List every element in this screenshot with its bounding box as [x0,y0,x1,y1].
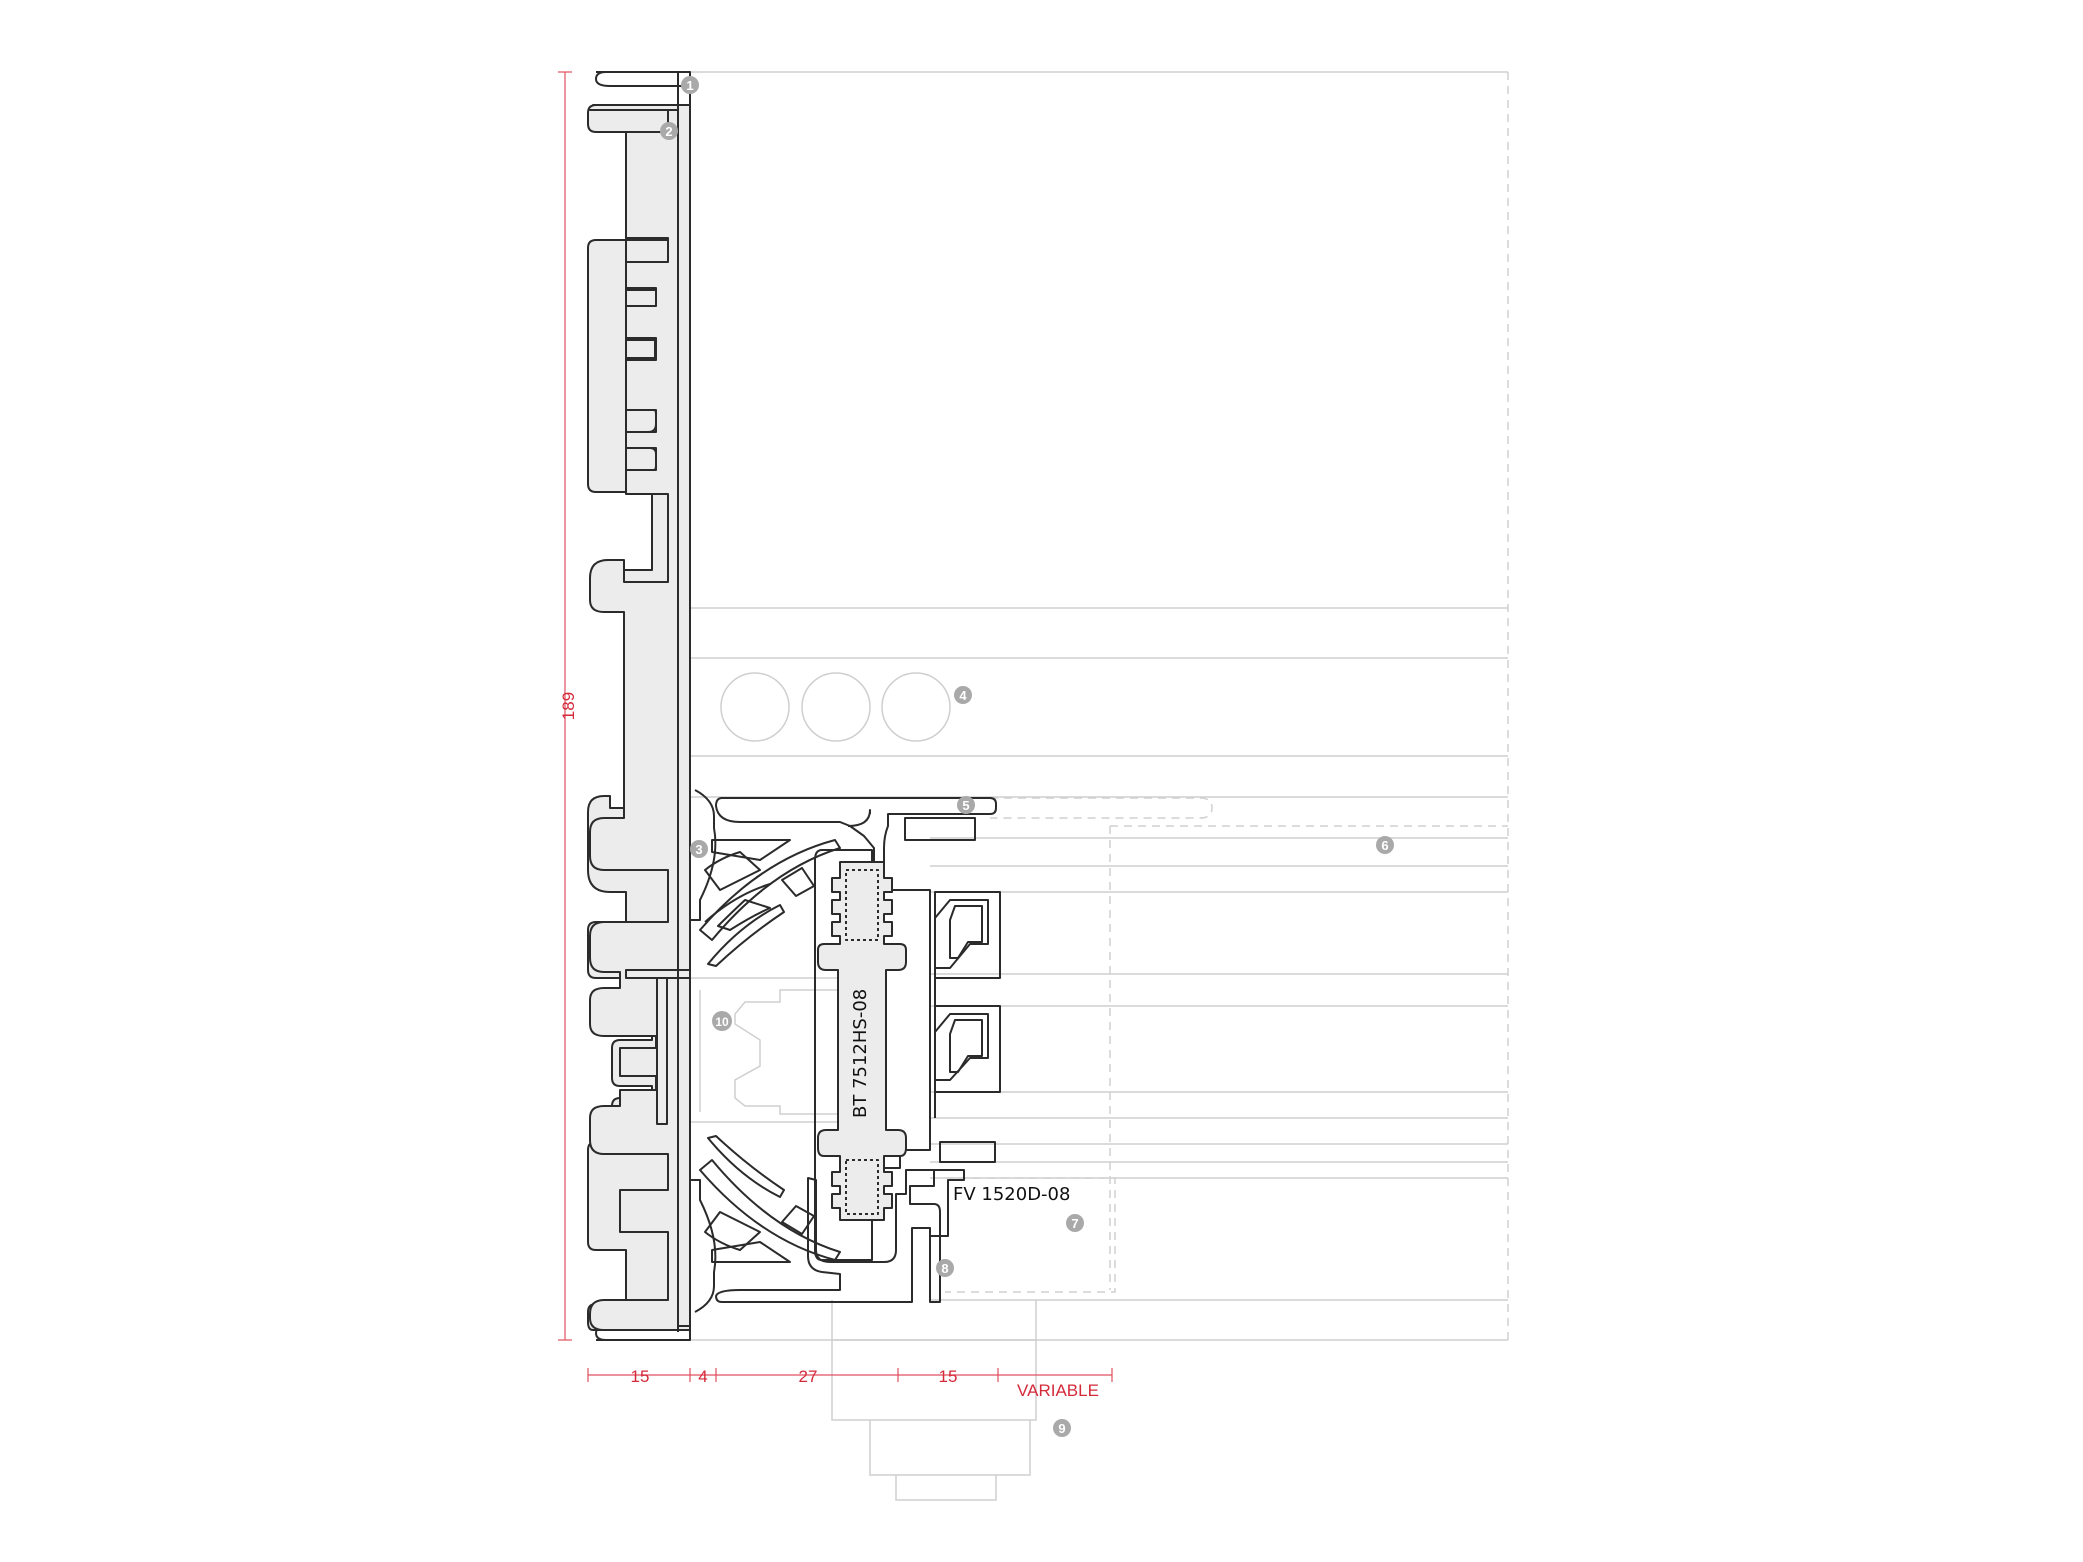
top-flange [715,797,997,891]
callout-4: 4 [954,686,972,704]
svg-text:10: 10 [715,1015,729,1029]
context-geometry [690,71,1509,1501]
callout-5: 5 [957,796,975,814]
pressure-profile-top [690,789,841,967]
dimension-lines [558,71,1113,1382]
dimension-width-3: 27 [799,1367,818,1386]
dimension-width-4: 15 [939,1367,958,1386]
label-main-profile: BT 7512HS-08 [850,989,871,1118]
callout-8: 8 [936,1259,954,1277]
svg-text:3: 3 [695,842,702,857]
svg-text:7: 7 [1071,1216,1078,1231]
dimension-width-variable: VARIABLE [1017,1381,1099,1400]
glazing-gaskets [934,891,1001,1118]
callout-9: 9 [1053,1419,1071,1437]
lower-profile [715,1141,996,1303]
callout-7: 7 [1066,1214,1084,1232]
threaded-connector [817,861,907,1221]
callout-3: 3 [690,840,708,858]
clip-plate [625,969,691,1125]
callout-10: 10 [712,1011,732,1031]
dimension-width-2: 4 [698,1367,707,1386]
svg-text:1: 1 [686,78,693,93]
pressure-profile-bottom [690,1135,841,1313]
svg-text:4: 4 [959,688,967,703]
callout-1: 1 [681,76,699,94]
dimension-width-1: 15 [631,1367,650,1386]
callout-6: 6 [1376,836,1394,854]
svg-text:2: 2 [665,124,672,139]
callout-2: 2 [660,122,678,140]
svg-text:6: 6 [1381,838,1388,853]
label-bead-profile: FV 1520D-08 [953,1184,1070,1205]
svg-text:9: 9 [1058,1421,1065,1436]
dimension-height: 189 [559,692,578,720]
svg-text:8: 8 [941,1261,948,1276]
svg-text:5: 5 [962,798,969,813]
